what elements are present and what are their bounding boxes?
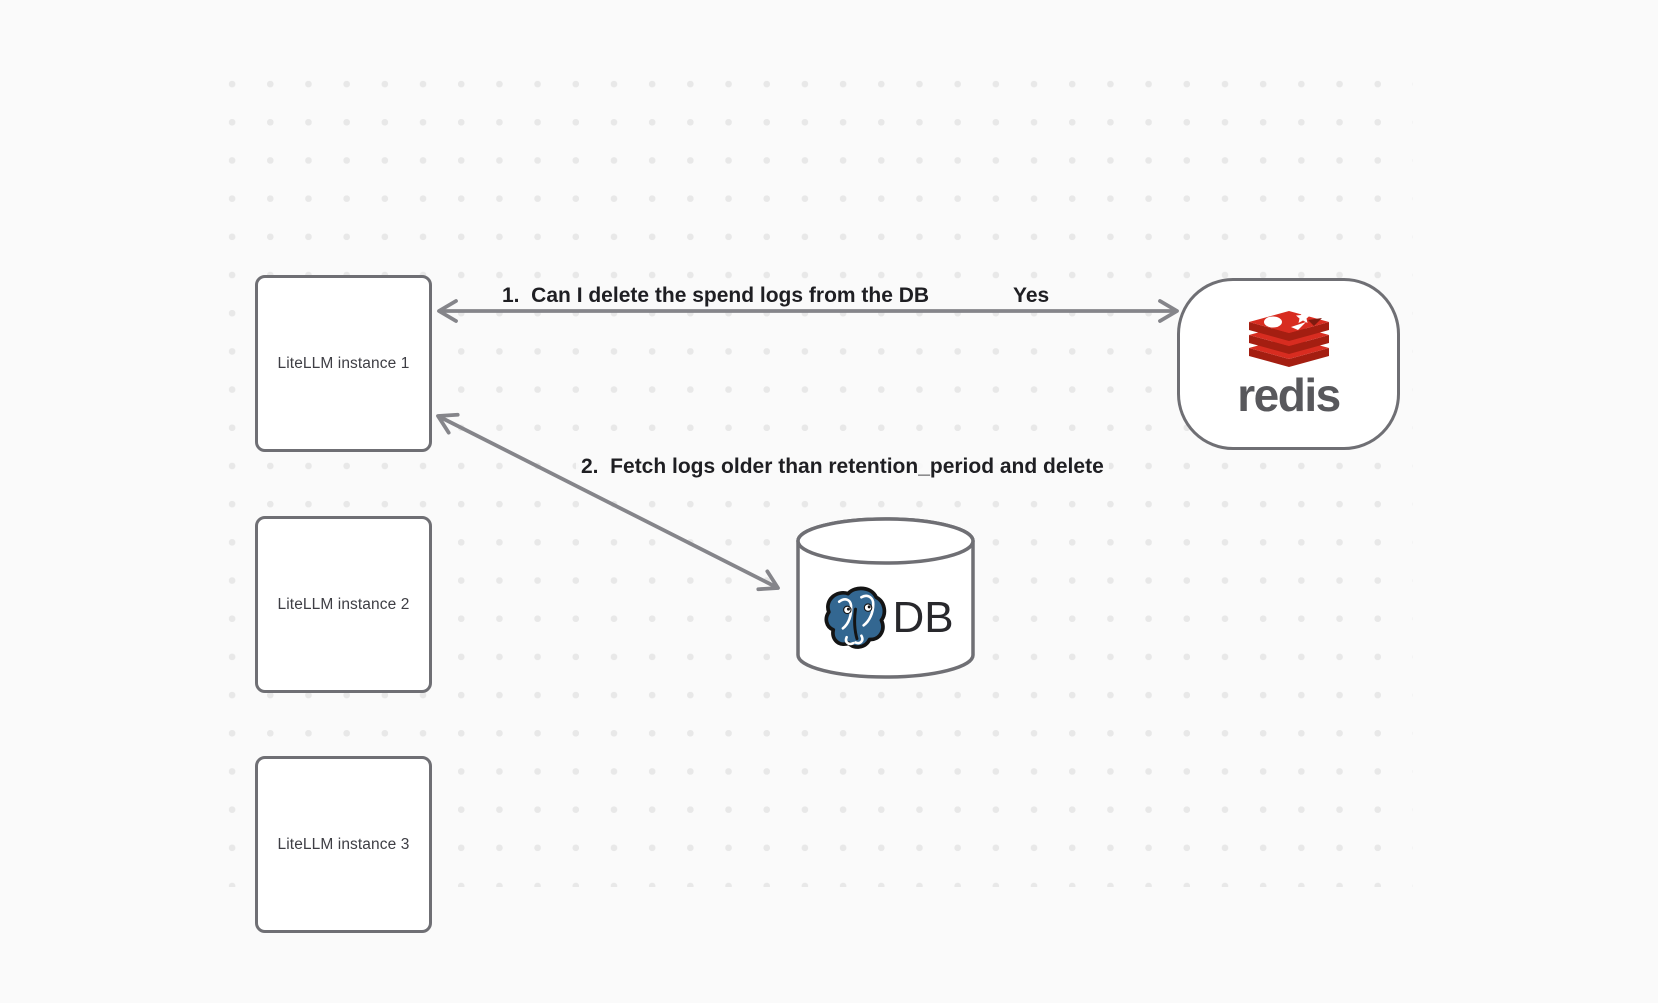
redis-wordmark: redis [1237, 368, 1341, 421]
node-label: LiteLLM instance 3 [277, 835, 410, 853]
db-node-content: DB [798, 572, 973, 664]
edge1-response-label: Yes [1008, 283, 1055, 308]
postgresql-elephant-icon [824, 586, 887, 649]
edge1-label: 1. Can I delete the spend logs from the … [497, 283, 935, 308]
node-label: LiteLLM instance 1 [277, 354, 410, 372]
node-redis: redis [1177, 278, 1400, 450]
node-litellm-instance-2: LiteLLM instance 2 [255, 516, 432, 693]
node-litellm-instance-3: LiteLLM instance 3 [255, 756, 432, 933]
edge2-label: 2. Fetch logs older than retention_perio… [576, 454, 1109, 479]
redis-logo-icon [1248, 310, 1329, 367]
edge-fetch-delete-arrow [436, 412, 780, 592]
node-litellm-instance-1: LiteLLM instance 1 [255, 275, 432, 452]
node-label: LiteLLM instance 2 [277, 595, 410, 613]
db-label: DB [892, 593, 954, 642]
